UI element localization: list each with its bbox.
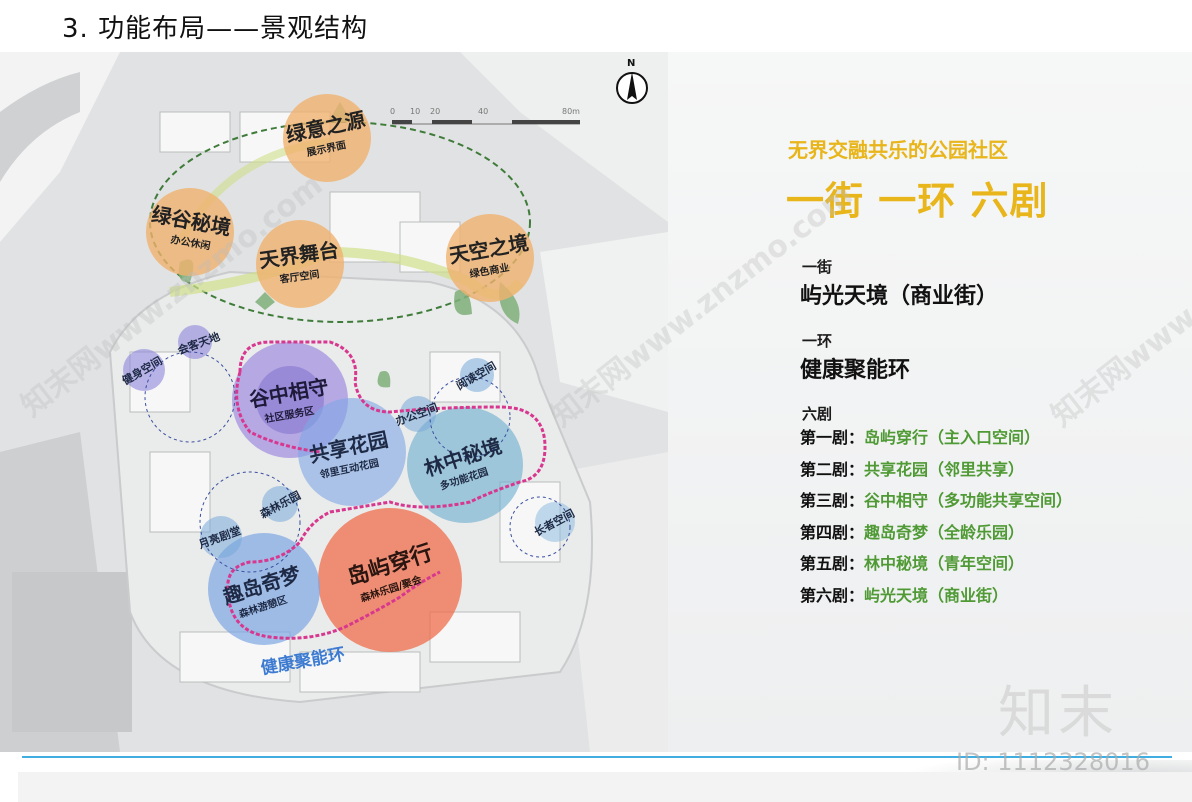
bottom-band bbox=[18, 772, 1192, 802]
act-item: 第六剧：屿光天境（商业街） bbox=[800, 582, 1008, 606]
act-value: 岛屿穿行（主入口空间） bbox=[864, 428, 1041, 447]
zone-tianjie-circle bbox=[256, 220, 344, 308]
zone-lvyi-circle bbox=[283, 94, 371, 182]
act-item: 第五剧：林中秘境（青年空间） bbox=[800, 550, 1024, 574]
act-value: 林中秘境（青年空间） bbox=[864, 554, 1025, 573]
zone-lvgu-circle bbox=[146, 188, 234, 276]
side-panel-background bbox=[668, 52, 1192, 752]
ring-big-label: 健康聚能环 bbox=[800, 358, 911, 383]
ring-small-label: 一环 bbox=[802, 332, 833, 350]
act-value: 屿光天境（商业街） bbox=[864, 586, 1009, 605]
north-arrow-icon: N bbox=[616, 58, 648, 104]
health-ring-path bbox=[226, 340, 547, 640]
green-loop-path bbox=[149, 121, 531, 323]
street-big-label: 屿光天境（商业街） bbox=[800, 284, 999, 309]
scale-tick-80: 80m bbox=[562, 107, 580, 116]
act-item: 第二剧：共享花园（邻里共享） bbox=[800, 456, 1024, 480]
zone-linzhong-circle bbox=[407, 407, 523, 523]
act-key: 第一剧： bbox=[800, 428, 865, 447]
acts-title: 六剧 bbox=[802, 405, 833, 423]
act-value: 谷中相守（多功能共享空间） bbox=[864, 491, 1073, 510]
act-item: 第一剧：岛屿穿行（主入口空间） bbox=[800, 424, 1040, 448]
act-key: 第五剧： bbox=[800, 554, 865, 573]
scale-tick-20: 20 bbox=[430, 107, 440, 116]
zone-gongxiang-circle bbox=[298, 398, 406, 506]
act-value: 趣岛奇梦（全龄乐园） bbox=[864, 523, 1025, 542]
act-key: 第四剧： bbox=[800, 523, 865, 542]
slogan: 无界交融共乐的公园社区 bbox=[788, 138, 1008, 162]
act-key: 第六剧： bbox=[800, 586, 865, 605]
act-key: 第三剧： bbox=[800, 491, 865, 510]
act-item: 第四剧：趣岛奇梦（全龄乐园） bbox=[800, 519, 1024, 543]
bottom-divider bbox=[22, 756, 1172, 758]
act-item: 第三剧：谷中相守（多功能共享空间） bbox=[800, 487, 1072, 511]
scale-tick-10: 10 bbox=[410, 107, 420, 116]
zone-daoyu-circle bbox=[318, 508, 462, 652]
scale-tick-0: 0 bbox=[390, 107, 395, 116]
site-plan-drawing: 0 10 20 40 80m N bbox=[0, 52, 668, 752]
north-label: N bbox=[627, 58, 635, 69]
act-key: 第二剧： bbox=[800, 460, 865, 479]
headline: 一街 一环 六剧 bbox=[786, 179, 1049, 223]
watermark-id: ID: 1112328016 bbox=[956, 748, 1150, 776]
scale-tick-40: 40 bbox=[478, 107, 488, 116]
watermark-logo: 知末 bbox=[998, 681, 1118, 746]
site-plan: 0 10 20 40 80m N bbox=[0, 52, 668, 752]
page-title: 3. 功能布局——景观结构 bbox=[62, 14, 369, 44]
street-small-label: 一街 bbox=[802, 258, 833, 276]
act-value: 共享花园（邻里共享） bbox=[864, 460, 1025, 479]
scale-bar: 0 10 20 40 80m bbox=[390, 107, 580, 125]
zone-tiankong-circle bbox=[446, 214, 534, 302]
